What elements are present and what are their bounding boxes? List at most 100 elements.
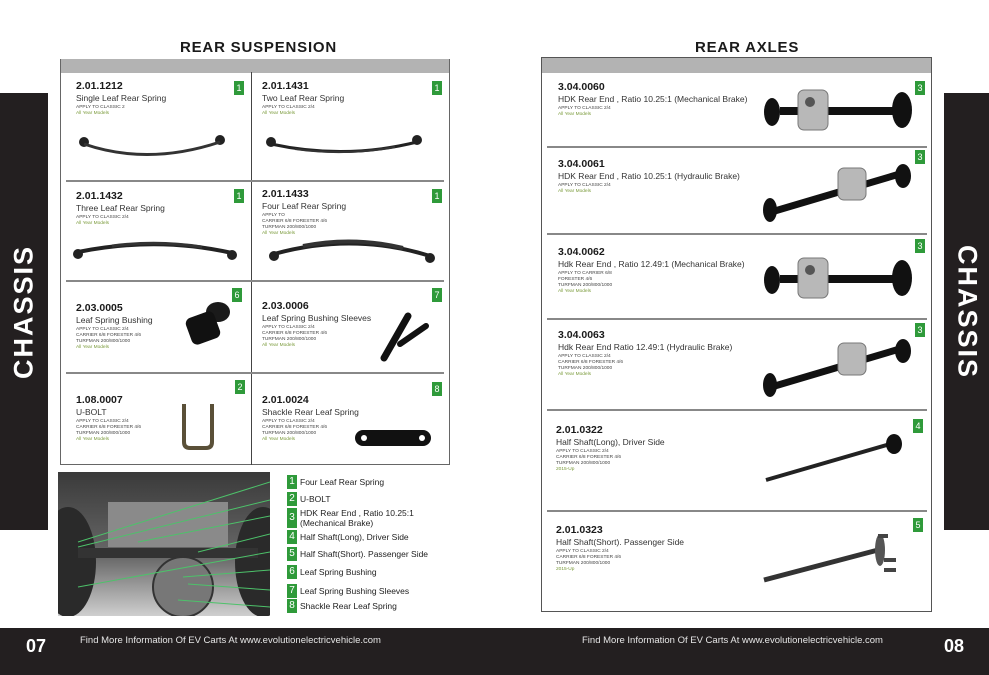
years: All Year Models [76, 111, 110, 116]
callout-badge: 7 [432, 288, 442, 302]
part-number: 2.01.0323 [556, 524, 603, 536]
side-tab-right: CHASSIS [944, 93, 989, 530]
apply-to: CARRIER 6/8 FORESTER 4/6 [262, 331, 328, 336]
legend-number: 4 [287, 530, 297, 544]
part-name: Shackle Rear Leaf Spring [262, 407, 359, 417]
callout-badge: 1 [432, 189, 442, 203]
callout-badge: 1 [234, 81, 244, 95]
years: All Year Models [262, 343, 296, 348]
part-card[interactable]: 3.04.0061 HDK Rear End , Ratio 10.25:1 (… [558, 158, 788, 195]
part-number: 3.04.0062 [558, 246, 605, 258]
legend-label: Half Shaft(Short). Passenger Side [300, 549, 429, 559]
part-card[interactable]: 3.04.0062 Hdk Rear End , Ratio 12.49:1 (… [558, 246, 788, 295]
footer-band: 07 Find More Information Of EV Carts At … [0, 628, 989, 675]
apply-to: APPLY TO CLASSIC 2/4 [262, 325, 315, 330]
two-leaf-spring-image [266, 135, 422, 154]
years: All Year Models [558, 372, 592, 377]
callout-badge: 3 [915, 323, 925, 337]
footer-info-right: Find More Information Of EV Carts At www… [582, 635, 883, 646]
part-card[interactable]: 2.01.1431 Two Leaf Rear Spring APPLY TO … [262, 80, 450, 117]
part-card[interactable]: 2.01.0024 Shackle Rear Leaf Spring APPLY… [262, 394, 450, 443]
grid-divider [251, 72, 252, 465]
rear-axles-panel [541, 57, 932, 612]
part-number: 1.08.0007 [76, 394, 123, 406]
legend-label: HDK Rear End , Ratio 10.25:1 (Mechanical… [300, 508, 414, 528]
shackle-image [355, 430, 431, 446]
apply-to: CARRIER 6/8 FORESTER 4/6 [76, 425, 142, 430]
part-name: Leaf Spring Bushing [76, 315, 153, 325]
part-name: Half Shaft(Long), Driver Side [556, 437, 665, 447]
part-card[interactable]: 2.03.0005 Leaf Spring Bushing APPLY TO C… [76, 302, 264, 351]
apply-to: APPLY TO CLASSIC 2/4 [558, 354, 611, 359]
row-divider [547, 409, 927, 411]
part-card[interactable]: 3.04.0060 HDK Rear End , Ratio 10.25:1 (… [558, 81, 788, 118]
apply-to: CARRIER 6/8 FORESTER 4/6 [262, 425, 328, 430]
panel-header-bar [60, 59, 450, 73]
undercarriage-illustration [58, 481, 270, 616]
assembly-photo [58, 472, 270, 616]
part-number: 2.03.0005 [76, 302, 123, 314]
row-divider [547, 233, 927, 235]
apply-to: APPLY TO CLASSIC 2/4 [76, 419, 129, 424]
part-name: Hdk Rear End , Ratio 12.49:1 (Mechanical… [558, 259, 745, 269]
u-bolt-image [182, 404, 214, 450]
part-number: 2.01.0024 [262, 394, 309, 406]
years: All Year Models [262, 437, 296, 442]
legend-label: Half Shaft(Long), Driver Side [300, 532, 409, 542]
part-card[interactable]: 2.01.1433 Four Leaf Rear Spring APPLY TO… [262, 188, 450, 237]
row-divider [547, 146, 927, 148]
years: 2015-Up [556, 467, 575, 472]
part-card[interactable]: 2.03.0006 Leaf Spring Bushing Sleeves AP… [262, 300, 450, 349]
part-card[interactable]: 2.01.0323 Half Shaft(Short). Passenger S… [556, 524, 786, 573]
part-number: 2.03.0006 [262, 300, 309, 312]
apply-to: CARRIER 6/8 FORESTER 4/6 [262, 219, 328, 224]
years: All Year Models [558, 189, 592, 194]
apply-to: TURFMAN 200/800/1000 [558, 366, 613, 371]
rear-end-hydraulic-image [763, 164, 911, 222]
part-card[interactable]: 3.04.0063 Hdk Rear End Ratio 12.49:1 (Hy… [558, 329, 788, 378]
apply-to: CARRIER 6/8 FORESTER 4/6 [558, 360, 624, 365]
bushing-image [185, 302, 230, 345]
apply-to: APPLY TO CLASSIC 2/4 [558, 106, 611, 111]
part-card[interactable]: 2.01.0322 Half Shaft(Long), Driver Side … [556, 424, 786, 473]
apply-to: TURFMAN 200/800/1000 [262, 431, 317, 436]
callout-badge: 3 [915, 150, 925, 164]
part-name: Single Leaf Rear Spring [76, 93, 167, 103]
part-card[interactable]: 2.01.1212 Single Leaf Rear Spring APPLY … [76, 80, 264, 117]
part-name: Three Leaf Rear Spring [76, 203, 165, 213]
part-number: 3.04.0063 [558, 329, 605, 341]
callout-badge: 8 [432, 382, 442, 396]
part-name: Two Leaf Rear Spring [262, 93, 345, 103]
row-divider [547, 318, 927, 320]
part-number: 2.01.1432 [76, 190, 123, 202]
legend-label: Shackle Rear Leaf Spring [300, 601, 397, 611]
apply-to: TURFMAN 200/800/1000 [262, 337, 317, 342]
part-number: 2.01.1433 [262, 188, 309, 200]
apply-to: CARRIER 6/8 FORESTER 4/6 [556, 455, 622, 460]
callout-badge: 6 [232, 288, 242, 302]
apply-to: TURFMAN 200/800/1000 [76, 431, 131, 436]
footer-info-left: Find More Information Of EV Carts At www… [80, 635, 381, 646]
legend-number: 1 [287, 475, 297, 489]
half-shaft-long-image [765, 434, 902, 482]
part-number: 2.01.1212 [76, 80, 123, 92]
page-number-left: 07 [26, 636, 47, 656]
callout-badge: 2 [235, 380, 245, 394]
legend-label: Leaf Spring Bushing Sleeves [300, 586, 410, 596]
grid-divider [66, 372, 444, 374]
half-shaft-short-image [763, 534, 896, 583]
apply-to: APPLY TO CLASSIC 2/4 [556, 449, 609, 454]
callout-badge: 4 [913, 419, 923, 433]
callout-badge: 3 [915, 239, 925, 253]
apply-to: CARRIER 6/8 FORESTER 4/6 [76, 333, 142, 338]
part-card[interactable]: 2.01.1432 Three Leaf Rear Spring APPLY T… [76, 190, 264, 227]
part-name: Hdk Rear End Ratio 12.49:1 (Hydraulic Br… [558, 342, 733, 352]
years: 2015-Up [556, 567, 575, 572]
part-card[interactable]: 1.08.0007 U-BOLT APPLY TO CLASSIC 2/4 CA… [76, 394, 264, 443]
